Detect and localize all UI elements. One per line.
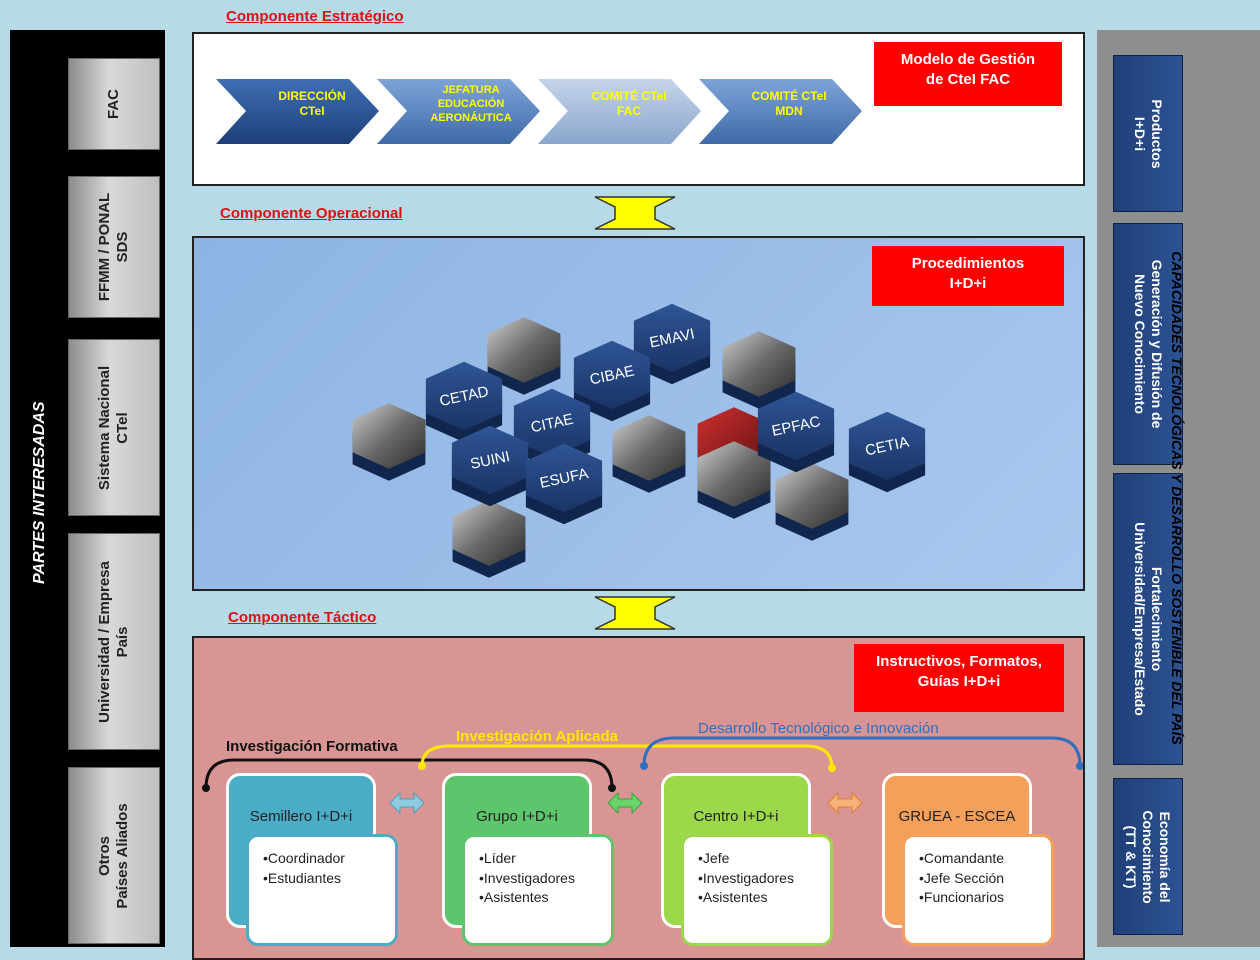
- node-title: Semillero I+D+i: [249, 808, 353, 825]
- node-detail-box: •Líder •Investigadores •Asistentes: [462, 834, 614, 946]
- node-detail-item: •Investigadores: [479, 869, 575, 886]
- photo-hexagon-6: [775, 463, 849, 529]
- photo-hexagon-0: [487, 317, 561, 383]
- chevron-label-jefatura: JEFATURA EDUCACIÓN AERONÁUTICA: [430, 84, 512, 124]
- node-title: GRUEA - ESCEA: [898, 808, 1016, 825]
- node-detail-item: •Asistentes: [479, 889, 549, 906]
- capacity-productos: Productos I+D+i: [1113, 55, 1183, 212]
- chevron-label-comite-mdn: COMITÉ CTeI MDN: [751, 89, 827, 118]
- double-arrow-1-icon: [594, 196, 676, 230]
- stakeholder-fac: FAC: [68, 58, 160, 150]
- photo-hexagon-1: [352, 403, 426, 469]
- photo-hexagon-5: [697, 441, 771, 507]
- node-detail-item: •Jefe: [698, 850, 730, 866]
- double-arrow-2-icon: [594, 596, 676, 630]
- double-arrow-c-icon: [827, 791, 863, 815]
- tactical-box: Instructivos, Formatos, Guías I+D+i Inve…: [192, 636, 1085, 960]
- chevron-label-direccion: DIRECCIÓN CTeI: [278, 89, 346, 118]
- line-label-desarrollo: Desarrollo Tecnológico e Innovación: [698, 720, 939, 737]
- node-detail-box: •Jefe •Investigadores •Asistentes: [681, 834, 833, 946]
- node-detail-box: •Coordinador •Estudiantes: [246, 834, 398, 946]
- hexagon-cetad: [425, 361, 503, 431]
- capacities-panel: Productos I+D+i Generación y Difusión de…: [1097, 30, 1260, 947]
- stakeholder-otros: Otros Países Aliados: [68, 767, 160, 944]
- capacity-generacion: Generación y Difusión de Nuevo Conocimie…: [1113, 223, 1183, 465]
- stakeholders-panel: PARTES INTERESADAS FAC FFMM / PONAL SDS …: [10, 30, 165, 947]
- node-detail-item: •Coordinador: [263, 850, 345, 866]
- stakeholders-title: PARTES INTERESADAS: [31, 401, 48, 584]
- node-detail-item: •Jefe Sección: [919, 869, 1005, 886]
- chevron-direccion: [216, 79, 379, 144]
- node-detail-item: •Líder: [479, 850, 516, 866]
- chevron-label-comite-fac: COMITÉ CTeI FAC: [591, 89, 667, 118]
- operational-label: Componente Operacional: [220, 205, 403, 222]
- stakeholder-sistema-nacional: Sistema Nacional CTel: [68, 339, 160, 516]
- chevron-flow: [216, 79, 862, 144]
- double-arrow-b-icon: [607, 791, 643, 815]
- capacity-economia: Economía del Conocimiento (TT & KT): [1113, 778, 1183, 935]
- hexagon-esufa: [525, 443, 603, 513]
- hexagon-suini: [451, 425, 529, 495]
- stakeholder-ffmm: FFMM / PONAL SDS: [68, 176, 160, 318]
- connector-lines: [202, 736, 1083, 815]
- node-detail-item: •Investigadores: [698, 869, 794, 886]
- node-title: Centro I+D+i: [693, 808, 779, 825]
- hexagon-epfac: [757, 391, 835, 461]
- chevron-comite-mdn: [699, 79, 862, 144]
- strategic-box: DIRECCIÓN CTeI JEFATURA EDUCACIÓN AERONÁ…: [192, 32, 1085, 186]
- node-detail-box: •Comandante •Jefe Sección •Funcionarios: [902, 834, 1054, 946]
- tactical-flag: Instructivos, Formatos, Guías I+D+i: [854, 644, 1064, 712]
- double-arrow-a-icon: [389, 791, 425, 815]
- tactical-label: Componente Táctico: [228, 609, 377, 626]
- photo-hexagon-3: [722, 331, 796, 397]
- node-detail-item: •Estudiantes: [263, 869, 342, 886]
- capacities-title: CAPACIDADES TECNOLÓGICAS Y DESARROLLO SO…: [1169, 251, 1185, 745]
- line-label-aplicada: Investigación Aplicada: [456, 728, 618, 745]
- hexagon-cibae: [573, 340, 651, 410]
- photo-hexagon-7: [452, 500, 526, 566]
- hexagon-citae: [513, 388, 591, 458]
- chevron-comite-fac: [538, 79, 701, 144]
- capacity-fortalecimiento: Fortalecimiento Universidad/Empresa/Esta…: [1113, 473, 1183, 765]
- stakeholder-universidad: Universidad / Empresa País: [68, 533, 160, 750]
- operational-flag: Procedimientos I+D+i: [872, 246, 1064, 306]
- hexagon-cetia: [848, 411, 926, 481]
- line-label-formativa: Investigación Formativa: [226, 738, 398, 755]
- hexagon-emavi: [633, 303, 711, 373]
- strategic-label: Componente Estratégico: [226, 8, 404, 25]
- strategic-flag: Modelo de Gestión de CteI FAC: [874, 42, 1062, 106]
- photo-hexagon-4: [612, 415, 686, 481]
- chevron-jefatura: [377, 79, 540, 144]
- node-title: Grupo I+D+i: [476, 808, 558, 825]
- node-detail-item: •Asistentes: [698, 889, 768, 906]
- node-detail-item: •Comandante: [919, 850, 1005, 866]
- node-detail-item: •Funcionarios: [919, 889, 1005, 906]
